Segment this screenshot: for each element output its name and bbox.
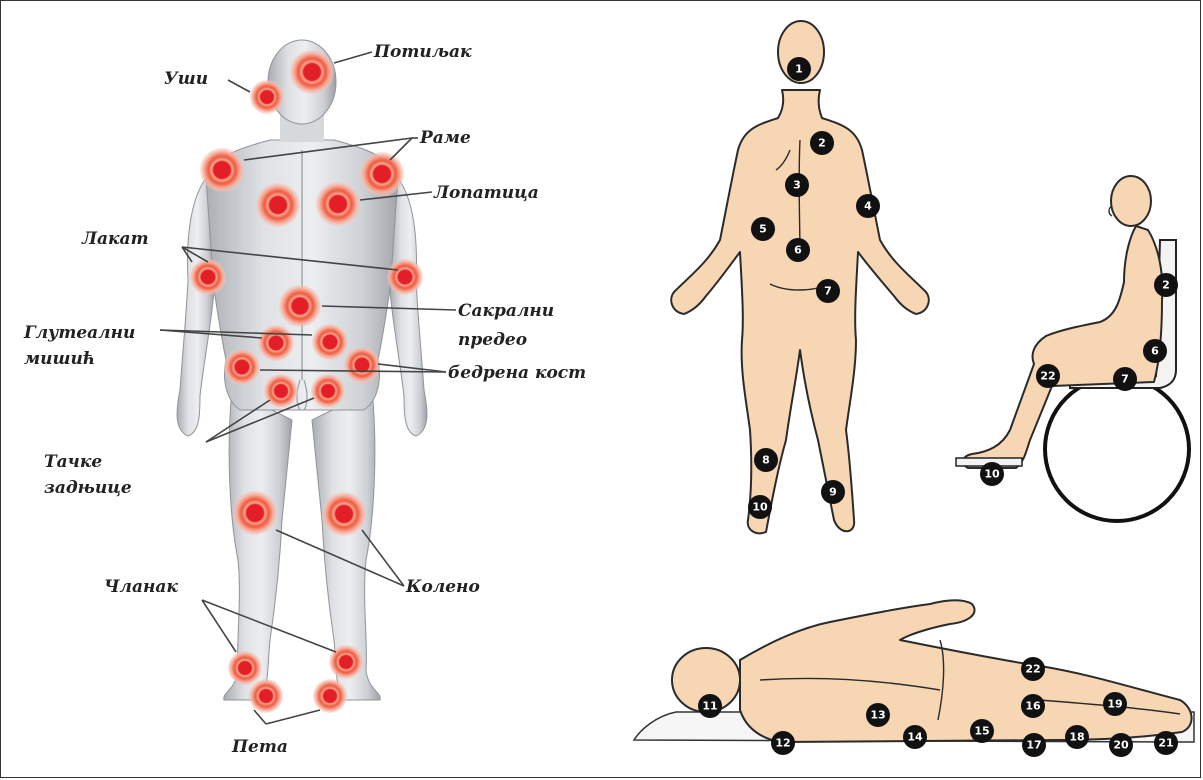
label-knee: Колено xyxy=(405,577,480,597)
spot-knee-right xyxy=(322,492,366,536)
label-scapula: Лопатица xyxy=(433,183,539,203)
spot-ankle-right xyxy=(329,645,363,679)
spot-sacral xyxy=(279,285,321,327)
spot-buttock-right xyxy=(311,374,345,408)
spot-elbow-right xyxy=(387,259,423,295)
marker-standing-2: 2 xyxy=(818,137,826,150)
marker-standing-4: 4 xyxy=(864,200,872,213)
marker-lying-11: 11 xyxy=(702,700,717,713)
marker-seated-6: 6 xyxy=(1151,345,1159,358)
label-buttock-2: задњице xyxy=(44,478,132,498)
label-buttock-1: Тачке xyxy=(44,452,102,472)
spot-shoulder-left xyxy=(200,148,244,192)
spot-gluteal-left xyxy=(258,325,294,361)
spot-ankle-left xyxy=(228,651,262,685)
label-ankle: Чланак xyxy=(104,577,178,597)
marker-lying-17: 17 xyxy=(1026,739,1041,752)
label-shoulder: Раме xyxy=(419,128,471,148)
marker-seated-2: 2 xyxy=(1162,279,1170,292)
label-heel: Пета xyxy=(231,737,288,757)
spot-ear xyxy=(250,80,284,114)
marker-standing-1: 1 xyxy=(795,63,803,76)
marker-lying-21: 21 xyxy=(1158,737,1173,750)
label-gluteal-2: мишић xyxy=(24,349,95,369)
spot-scapula-left xyxy=(256,183,300,227)
marker-standing-8: 8 xyxy=(762,454,770,467)
wheelchair-wheel xyxy=(1045,377,1189,521)
marker-seated-22: 22 xyxy=(1040,370,1055,383)
spot-femur-left xyxy=(224,349,260,385)
marker-seated-10: 10 xyxy=(984,468,1000,481)
marker-standing-10: 10 xyxy=(752,501,768,514)
marker-seated-7: 7 xyxy=(1121,373,1129,386)
marker-lying-22: 22 xyxy=(1025,663,1040,676)
marker-lying-14: 14 xyxy=(907,731,923,744)
spot-femur-right xyxy=(344,347,380,383)
lying-figure xyxy=(634,600,1194,742)
marker-lying-20: 20 xyxy=(1113,739,1129,752)
spot-buttock-left xyxy=(264,374,298,408)
marker-lying-13: 13 xyxy=(870,709,885,722)
marker-lying-18: 18 xyxy=(1069,731,1084,744)
label-sacral-1: Сакрални xyxy=(458,301,554,321)
marker-lying-15: 15 xyxy=(974,725,989,738)
label-elbow: Лакат xyxy=(81,229,149,249)
marker-standing-3: 3 xyxy=(793,179,801,192)
spot-gluteal-right xyxy=(312,324,348,360)
spot-elbow-left xyxy=(190,259,226,295)
marker-standing-5: 5 xyxy=(759,223,767,236)
standing-figure xyxy=(671,21,929,533)
marker-lying-16: 16 xyxy=(1025,700,1041,713)
marker-lying-12: 12 xyxy=(775,737,790,750)
label-femur: бедрена кост xyxy=(448,363,586,383)
label-occiput: Потиљак xyxy=(373,42,472,62)
label-gluteal-1: Глутеални xyxy=(23,323,135,343)
spot-scapula-right xyxy=(316,182,360,226)
spot-knee-left xyxy=(233,491,277,535)
spot-heel-left xyxy=(249,679,283,713)
label-sacral-2: предео xyxy=(458,330,527,350)
marker-standing-9: 9 xyxy=(829,486,837,499)
marker-standing-7: 7 xyxy=(824,285,832,298)
label-ears: Уши xyxy=(164,69,208,89)
spot-shoulder-right xyxy=(360,152,404,196)
spot-occiput xyxy=(290,50,334,94)
spot-heel-right xyxy=(313,679,347,713)
marker-lying-19: 19 xyxy=(1107,698,1122,711)
marker-standing-6: 6 xyxy=(794,244,802,257)
